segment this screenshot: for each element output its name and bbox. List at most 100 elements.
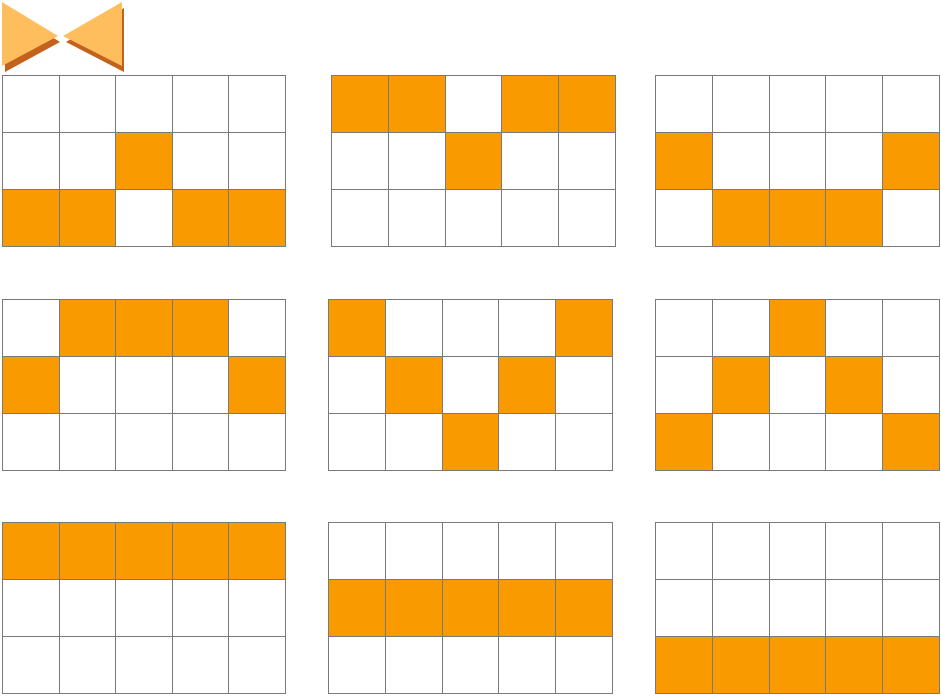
empty-cell xyxy=(229,580,286,637)
empty-cell xyxy=(769,580,827,637)
filled-cell xyxy=(385,357,443,414)
empty-cell xyxy=(883,357,940,414)
filled-cell xyxy=(229,523,286,580)
empty-cell xyxy=(3,637,60,694)
empty-cell xyxy=(59,414,117,471)
empty-cell xyxy=(556,414,613,471)
pattern-grid xyxy=(655,75,940,247)
filled-cell xyxy=(172,300,230,357)
empty-cell xyxy=(656,523,713,580)
empty-cell xyxy=(556,357,613,414)
filled-cell xyxy=(826,190,884,247)
empty-cell xyxy=(116,414,173,471)
empty-cell xyxy=(442,637,500,694)
empty-cell xyxy=(388,190,446,247)
empty-cell xyxy=(826,580,884,637)
empty-cell xyxy=(769,76,827,133)
empty-cell xyxy=(385,523,443,580)
empty-cell xyxy=(656,76,713,133)
filled-cell xyxy=(445,133,503,190)
empty-cell xyxy=(229,637,286,694)
pattern-grid xyxy=(331,75,616,247)
empty-cell xyxy=(656,357,713,414)
filled-cell xyxy=(712,357,770,414)
empty-cell xyxy=(826,523,884,580)
filled-cell xyxy=(883,637,940,694)
filled-cell xyxy=(826,637,884,694)
empty-cell xyxy=(172,580,230,637)
filled-cell xyxy=(229,190,286,247)
filled-cell xyxy=(59,300,117,357)
filled-cell xyxy=(3,523,60,580)
empty-cell xyxy=(388,133,446,190)
empty-cell xyxy=(445,190,503,247)
filled-cell xyxy=(656,414,713,471)
empty-cell xyxy=(3,76,60,133)
empty-cell xyxy=(826,133,884,190)
empty-cell xyxy=(385,300,443,357)
filled-cell xyxy=(329,300,386,357)
empty-cell xyxy=(172,133,230,190)
empty-cell xyxy=(826,300,884,357)
empty-cell xyxy=(499,300,557,357)
empty-cell xyxy=(329,523,386,580)
empty-cell xyxy=(442,523,500,580)
filled-cell xyxy=(883,133,940,190)
empty-cell xyxy=(329,414,386,471)
empty-cell xyxy=(502,190,560,247)
empty-cell xyxy=(229,133,286,190)
filled-cell xyxy=(229,357,286,414)
empty-cell xyxy=(656,300,713,357)
filled-cell xyxy=(59,523,117,580)
bow-tie-icon xyxy=(2,2,124,72)
filled-cell xyxy=(502,76,560,133)
filled-cell xyxy=(712,190,770,247)
filled-cell xyxy=(385,580,443,637)
empty-cell xyxy=(712,414,770,471)
empty-cell xyxy=(445,76,503,133)
empty-cell xyxy=(332,190,389,247)
empty-cell xyxy=(712,300,770,357)
filled-cell xyxy=(442,580,500,637)
filled-cell xyxy=(556,580,613,637)
empty-cell xyxy=(329,637,386,694)
empty-cell xyxy=(656,190,713,247)
empty-cell xyxy=(116,357,173,414)
empty-cell xyxy=(59,357,117,414)
pattern-grid xyxy=(2,75,286,247)
bow-tie-left-wing xyxy=(2,2,60,72)
empty-cell xyxy=(229,300,286,357)
pattern-grid xyxy=(655,299,940,471)
filled-cell xyxy=(769,190,827,247)
empty-cell xyxy=(3,300,60,357)
filled-cell xyxy=(442,414,500,471)
filled-cell xyxy=(559,76,616,133)
empty-cell xyxy=(59,133,117,190)
pattern-grid xyxy=(328,522,613,694)
empty-cell xyxy=(712,76,770,133)
empty-cell xyxy=(769,523,827,580)
empty-cell xyxy=(769,133,827,190)
empty-cell xyxy=(826,76,884,133)
empty-cell xyxy=(883,76,940,133)
pattern-grid xyxy=(328,299,613,471)
empty-cell xyxy=(229,76,286,133)
filled-cell xyxy=(556,300,613,357)
filled-cell xyxy=(332,76,389,133)
empty-cell xyxy=(883,523,940,580)
filled-cell xyxy=(769,637,827,694)
empty-cell xyxy=(116,76,173,133)
empty-cell xyxy=(883,580,940,637)
filled-cell xyxy=(3,190,60,247)
filled-cell xyxy=(712,637,770,694)
filled-cell xyxy=(883,414,940,471)
empty-cell xyxy=(172,414,230,471)
filled-cell xyxy=(388,76,446,133)
empty-cell xyxy=(3,580,60,637)
pattern-grid xyxy=(655,522,940,694)
filled-cell xyxy=(172,190,230,247)
filled-cell xyxy=(116,300,173,357)
pattern-grid xyxy=(2,299,286,471)
empty-cell xyxy=(116,190,173,247)
empty-cell xyxy=(826,414,884,471)
